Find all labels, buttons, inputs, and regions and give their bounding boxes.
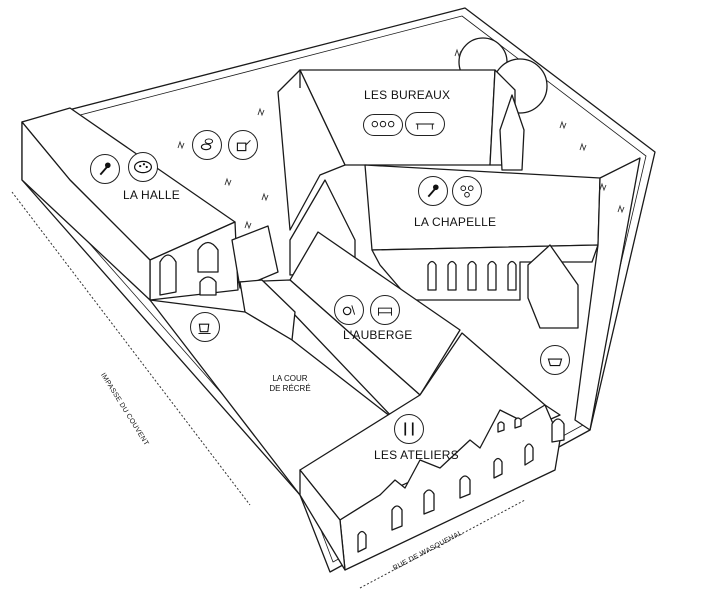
rue-line [359, 499, 526, 589]
audience-icon [452, 176, 482, 206]
palette-icon [128, 152, 158, 182]
ateliers-door [551, 418, 565, 443]
halle-window [159, 254, 177, 296]
auberge-lowbar [239, 279, 296, 341]
desk-icon [405, 112, 445, 136]
courtyard-line-1: LA COUR [272, 374, 308, 383]
bed-icon [370, 295, 400, 325]
chapelle-window [447, 260, 457, 291]
ateliers-window [357, 530, 367, 553]
halle-left [21, 121, 151, 301]
ateliers-window [493, 457, 503, 479]
chapelle-spire [499, 94, 525, 171]
chapelle-window [507, 260, 517, 291]
meeting-people-icon [363, 114, 403, 136]
label-auberge: L'AUBERGE [343, 328, 413, 342]
label-la-chapelle: LA CHAPELLE [414, 215, 497, 229]
courtyard-line-2: DE RÉCRÉ [269, 384, 311, 393]
chapelle-window [427, 260, 437, 291]
label-les-ateliers: LES ATELIERS [374, 448, 459, 462]
chapelle-roof [364, 164, 601, 251]
halle-annex [231, 225, 279, 289]
impasse-line [11, 191, 251, 506]
halle-window [199, 276, 217, 296]
tools-icon [394, 414, 424, 444]
microphone-icon [90, 154, 120, 184]
ateliers-window [514, 417, 522, 429]
food-icon [334, 295, 364, 325]
microphone-icon [418, 176, 448, 206]
ateliers-window [459, 475, 471, 499]
basket-icon [540, 345, 570, 375]
ateliers-window [391, 505, 403, 531]
label-les-bureaux: LES BUREAUX [364, 88, 451, 102]
right-flank [574, 157, 641, 431]
bureaux-side [277, 69, 346, 231]
chapelle-window [487, 260, 497, 291]
label-courtyard: LA COUR DE RÉCRÉ [262, 374, 318, 394]
coffee-cup-icon [190, 312, 220, 342]
chapelle-window [467, 260, 477, 291]
ateliers-left [299, 469, 346, 571]
halle-window [197, 241, 219, 273]
ateliers-window [497, 421, 505, 433]
bee-icon [192, 130, 222, 160]
right-gable [527, 244, 579, 329]
label-la-halle: LA HALLE [123, 188, 180, 202]
ateliers-window [423, 489, 435, 515]
ateliers-window [524, 443, 534, 466]
watering-can-icon [228, 130, 258, 160]
